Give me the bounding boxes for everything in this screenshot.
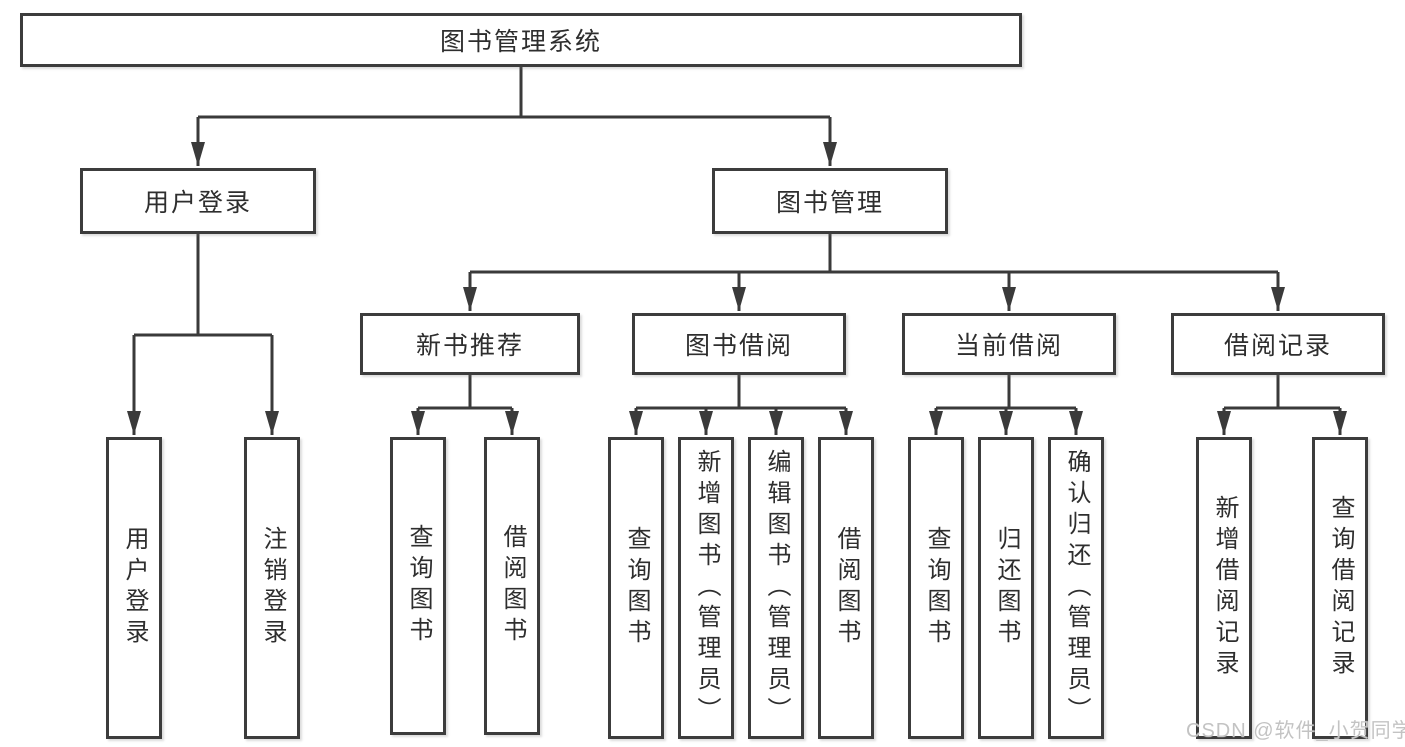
connector-book-borrowing	[636, 375, 846, 410]
connector-borrowing-records	[1224, 375, 1340, 410]
leaf-nb-query-book: 查询图书	[390, 437, 446, 735]
leaf-br-add-record: 新增借阅记录	[1196, 437, 1252, 739]
leaf-user-login: 用户登录	[106, 437, 162, 739]
node-book-borrowing: 图书借阅	[632, 313, 846, 375]
node-borrowing-records: 借阅记录	[1171, 313, 1385, 375]
leaf-bb-query-book: 查询图书	[608, 437, 664, 739]
connector-new-book	[418, 375, 512, 410]
node-new-book-recommend: 新书推荐	[360, 313, 580, 375]
leaf-bb-borrow-book: 借阅图书	[818, 437, 874, 739]
leaf-cb-query-book: 查询图书	[908, 437, 964, 739]
connector-book-management	[470, 234, 1278, 274]
node-book-management: 图书管理	[712, 168, 948, 234]
leaf-bb-add-book-admin: 新增图书（管理员）	[678, 437, 734, 739]
leaf-cb-return-book: 归还图书	[978, 437, 1034, 739]
node-user-login: 用户登录	[80, 168, 316, 234]
leaf-logout: 注销登录	[244, 437, 300, 739]
csdn-watermark: CSDN @软件_小贺同学	[1186, 720, 1405, 742]
node-current-borrowing: 当前借阅	[902, 313, 1116, 375]
leaf-br-query-record: 查询借阅记录	[1312, 437, 1368, 739]
connector-current-borrowing	[936, 375, 1076, 410]
leaf-nb-borrow-book: 借阅图书	[484, 437, 540, 735]
connector-user-login	[134, 234, 272, 337]
connector-root	[198, 67, 830, 119]
leaf-cb-confirm-return-admin: 确认归还（管理员）	[1048, 437, 1104, 739]
node-root-system: 图书管理系统	[20, 13, 1022, 67]
leaf-bb-edit-book-admin: 编辑图书（管理员）	[748, 437, 804, 739]
